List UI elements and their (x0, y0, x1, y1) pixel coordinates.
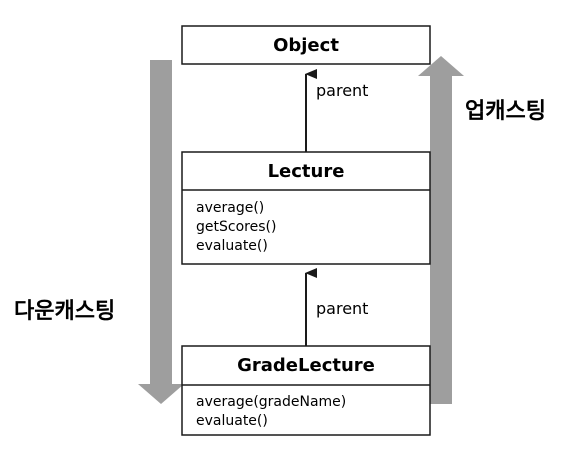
grade-lecture-class-name: GradeLecture (237, 355, 375, 376)
object-class-name: Object (273, 35, 339, 56)
lecture-parent-label: parent (316, 81, 368, 100)
downcasting-arrow (138, 60, 184, 404)
lecture-class-box: Lecture average() getScores() evaluate() (181, 151, 431, 265)
grade-lecture-method: evaluate() (196, 413, 268, 429)
downcasting-label: 다운캐스팅 (14, 299, 115, 324)
grade-lecture-class-box: GradeLecture average(gradeName) evaluate… (181, 345, 431, 436)
lecture-class-name: Lecture (268, 161, 345, 182)
upcasting-label: 업캐스팅 (465, 99, 546, 124)
object-class-box: Object (181, 25, 431, 65)
upcasting-arrow (418, 56, 464, 404)
grade-lecture-method: average(gradeName) (196, 394, 346, 410)
lecture-method: average() (196, 200, 264, 216)
lecture-method: evaluate() (196, 238, 268, 254)
lecture-method: getScores() (196, 219, 276, 235)
grade-lecture-parent-label: parent (316, 299, 368, 318)
